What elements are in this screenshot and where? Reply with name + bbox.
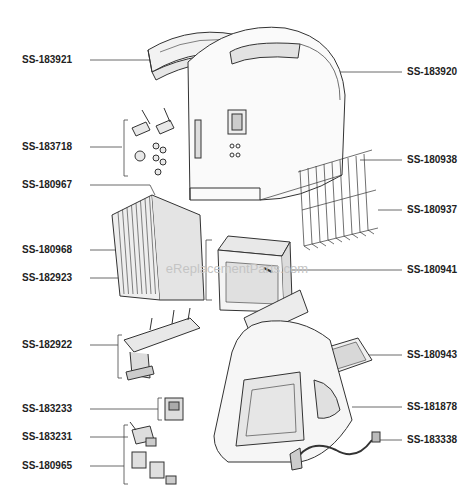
part-number: SS-180943 — [407, 349, 457, 361]
part-number: SS-181878 — [407, 401, 457, 413]
part-number: SS-180937 — [407, 204, 457, 216]
watermark: eReplacementParts.com — [166, 261, 308, 276]
part-number: SS-180941 — [407, 264, 457, 276]
part-number: SS-180938 — [407, 154, 457, 166]
part-number: SS-182922 — [22, 339, 72, 351]
part-number: SS-180968 — [22, 244, 72, 256]
part-number: SS-183338 — [407, 434, 457, 446]
part-number: SS-183233 — [22, 403, 72, 415]
part-number: SS-183921 — [22, 54, 72, 66]
part-number: SS-183231 — [22, 431, 72, 443]
part-number: SS-180967 — [22, 179, 72, 191]
part-number: SS-183920 — [407, 66, 457, 78]
part-number: SS-180965 — [22, 460, 72, 472]
part-number: SS-182923 — [22, 272, 72, 284]
part-number: SS-183718 — [22, 141, 72, 153]
